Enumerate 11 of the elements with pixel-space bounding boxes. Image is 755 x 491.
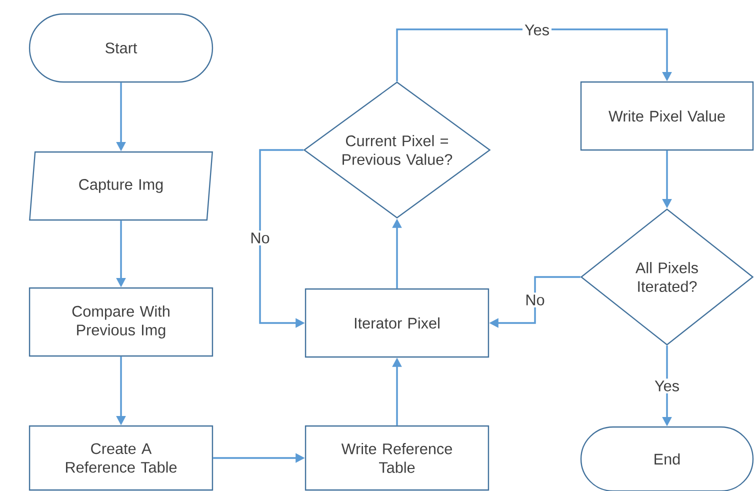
process-box: Write Reference Table xyxy=(304,425,490,491)
process-box: Create A Reference Table xyxy=(28,425,214,491)
process-box: Iterator Pixel xyxy=(304,288,490,358)
edge-label: No xyxy=(248,230,272,246)
input-parallelogram: Capture Img xyxy=(29,151,213,221)
arrow xyxy=(396,28,672,82)
edge-label: Yes xyxy=(522,22,552,38)
process-box: Write Pixel Value xyxy=(580,81,754,151)
edge-label: Yes xyxy=(652,378,682,394)
edge-label: No xyxy=(523,292,547,308)
process-box: Compare With Previous Img xyxy=(28,287,214,357)
